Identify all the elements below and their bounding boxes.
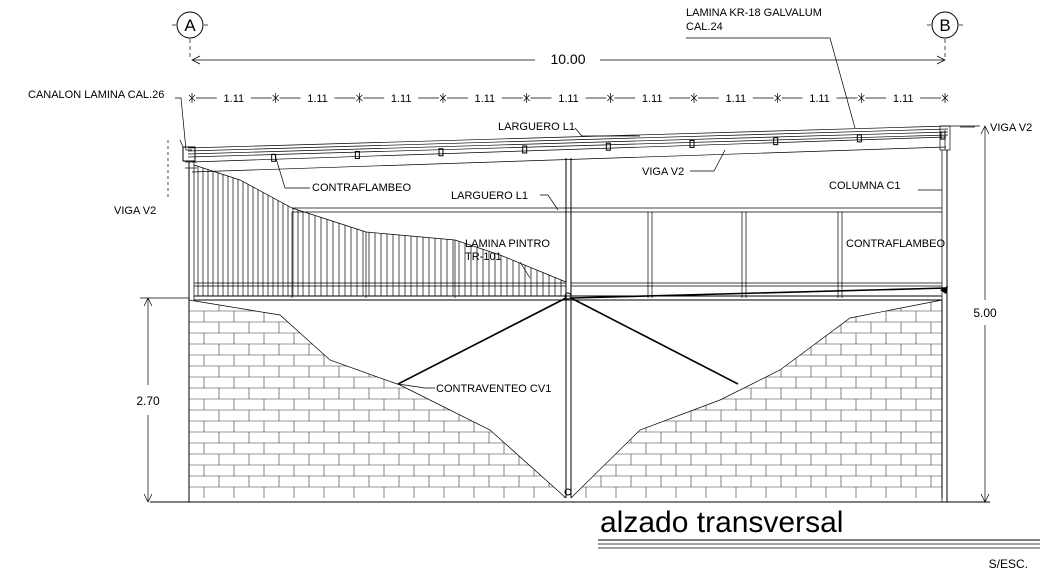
bay-dimension-text: 1.11: [391, 93, 412, 105]
grid-axis-b-label: B: [939, 16, 950, 35]
roof-purlins: [271, 131, 946, 162]
drawing-scale: S/ESC.: [989, 557, 1028, 571]
dimension-total-span: 10.00: [191, 51, 946, 67]
label-lamina-roof-1: LAMINA KR-18 GALVALUM: [686, 7, 822, 19]
purlin-marker: [689, 139, 695, 148]
dimension-total-span-text: 10.00: [550, 51, 585, 67]
purlin-marker: [522, 145, 528, 154]
bay-dimension-text: 1.11: [726, 93, 747, 105]
dimension-wall-height-text: 2.70: [136, 394, 160, 408]
purlin-marker: [605, 142, 611, 151]
purlin-marker: [856, 134, 862, 143]
larguero-mid: [292, 207, 942, 213]
bay-dimension-text: 1.11: [475, 93, 496, 105]
purlin-marker: [438, 148, 444, 157]
label-viga-v2-mid: VIGA V2: [642, 166, 684, 178]
pintro-sheet-ribs: [197, 166, 562, 296]
label-columna: COLUMNA C1: [829, 180, 901, 192]
purlin-marker: [354, 151, 360, 160]
label-viga-v2-left: VIGA V2: [114, 205, 156, 217]
bay-dimension-text: 1.11: [893, 93, 914, 105]
grid-axis-b: B: [927, 11, 963, 60]
bay-dimension-text: 1.11: [558, 93, 579, 105]
label-contraventeo: CONTRAVENTEO CV1: [436, 383, 551, 395]
bay-dimension-text: 1.11: [809, 93, 830, 105]
bracing-cv1: [397, 286, 948, 496]
bay-dimension-text: 1.11: [307, 93, 328, 105]
label-lamina-roof-2: CAL.24: [686, 21, 723, 33]
purlin-marker: [773, 137, 779, 146]
dimension-bays: 1.11 1.11 1.11 1.11 1.11 1.11 1.11 1.11 1.11: [188, 93, 949, 105]
label-viga-v2-right: VIGA V2: [990, 122, 1032, 134]
bay-dimension-text: 1.11: [642, 93, 663, 105]
label-contraflambeo-left: CONTRAFLAMBEO: [312, 182, 411, 194]
leader-lines: [167, 37, 975, 389]
label-larguero-top: LARGUERO L1: [498, 121, 575, 133]
grid-axis-a: A: [172, 11, 208, 60]
beam-v2: [191, 136, 947, 173]
purlin-marker: [940, 131, 946, 140]
bay-dimension-text: 1.11: [224, 93, 245, 105]
label-lamina-pintro-1: LAMINA PINTRO: [465, 238, 550, 250]
label-larguero-mid: LARGUERO L1: [451, 190, 528, 202]
drawing-title: alzado transversal: [600, 506, 843, 539]
label-canalon: CANALON LAMINA CAL.26: [28, 89, 164, 101]
dimension-total-height-text: 5.00: [973, 306, 997, 320]
drawing-title-block: alzado transversal S/ESC.: [598, 506, 1040, 571]
dimension-wall-height: 2.70: [136, 297, 189, 503]
roof-end-right: [939, 125, 980, 151]
pintro-sheet-edge: [193, 164, 567, 283]
grid-axis-a-label: A: [184, 16, 196, 35]
gutter-left: [179, 139, 196, 162]
window-panels: [194, 212, 942, 301]
roof-sheet: [187, 125, 949, 158]
label-contraflambeo-right: CONTRAFLAMBEO: [846, 238, 945, 250]
label-lamina-pintro-2: TR-101: [465, 251, 502, 263]
dimension-total-height: 5.00: [973, 125, 997, 503]
